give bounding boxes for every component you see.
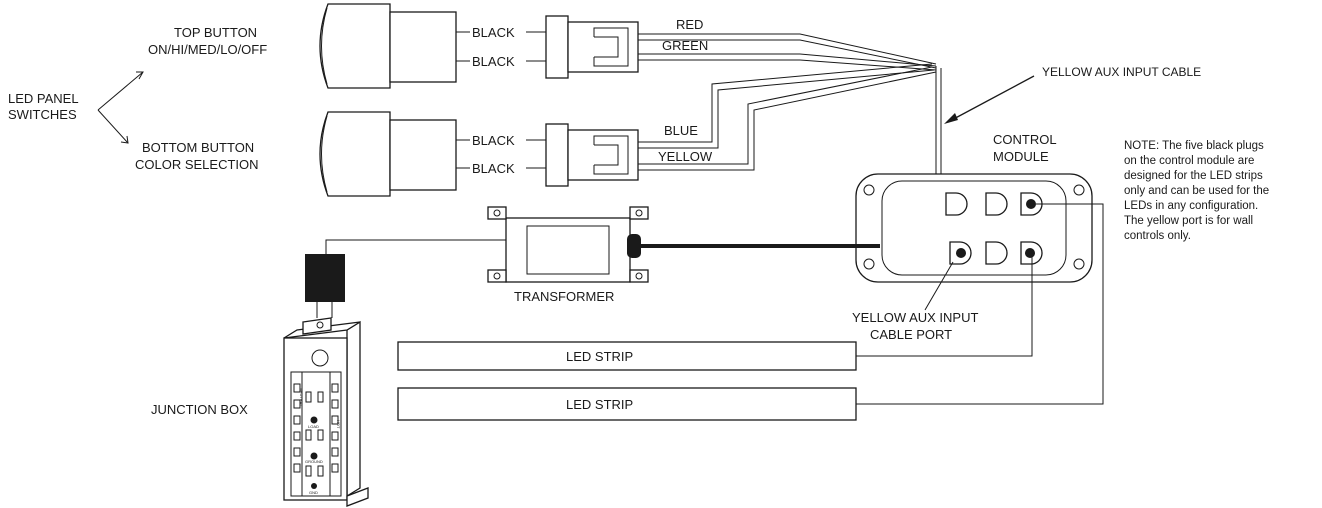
junction-box <box>283 254 369 507</box>
yellow-aux-port-label-1: YELLOW AUX INPUT <box>852 310 978 325</box>
led-strip-1-label: LED STRIP <box>566 349 633 364</box>
transformer <box>487 206 649 283</box>
control-module-label-2: MODULE <box>993 149 1049 164</box>
signal-wires <box>638 33 949 262</box>
led-panel-switches-label-2: SWITCHES <box>8 107 77 122</box>
note-line-4: only and can be used for the <box>1124 185 1269 197</box>
note-line-5: LEDs in any configuration. <box>1124 200 1258 212</box>
top-black-wire-2-label: BLACK <box>472 54 515 69</box>
top-button-label-2: ON/HI/MED/LO/OFF <box>148 42 267 57</box>
top-button-label-1: TOP BUTTON <box>174 25 257 40</box>
wire-red-label: RED <box>676 17 703 32</box>
note-line-2: on the control module are <box>1124 155 1254 167</box>
wire-blue-label: BLUE <box>664 123 698 138</box>
bottom-black-wire-1-label: BLACK <box>472 133 515 148</box>
led-strip-2-wire <box>856 203 1104 405</box>
bottom-button-switch <box>319 111 470 197</box>
led-strip-port <box>1020 192 1043 216</box>
jb-gnd-label: GND <box>309 490 318 495</box>
yellow-aux-port-label-2: CABLE PORT <box>870 327 952 342</box>
control-module-label-1: CONTROL <box>993 132 1057 147</box>
note-line-3: designed for the LED strips <box>1124 170 1263 182</box>
led-strip-1: LED STRIP <box>397 341 857 371</box>
led-strip-port <box>945 192 968 216</box>
bottom-button-label-2: COLOR SELECTION <box>135 157 259 172</box>
bottom-button-label-1: BOTTOM BUTTON <box>142 140 254 155</box>
bottom-black-wire-2-label: BLACK <box>472 161 515 176</box>
note-line-1: NOTE: The five black plugs <box>1124 140 1264 152</box>
bottom-connector <box>545 123 639 187</box>
jb-hot-label: HOT <box>336 420 341 429</box>
led-strip-port <box>1020 241 1043 265</box>
junction-box-label: JUNCTION BOX <box>151 402 248 417</box>
wire-green-label: GREEN <box>662 38 708 53</box>
note-line-6: The yellow port is for wall <box>1124 215 1253 227</box>
control-module <box>855 173 1093 283</box>
top-black-wire-1-label: BLACK <box>472 25 515 40</box>
led-strip-1-wire <box>856 255 1033 357</box>
switch-pointer-arrows <box>97 71 144 144</box>
top-button-switch <box>319 3 470 89</box>
yellow-aux-cable-label: YELLOW AUX INPUT CABLE <box>1042 65 1201 79</box>
led-strip-port <box>985 241 1008 265</box>
wire-yellow-label: YELLOW <box>658 149 713 164</box>
led-strip-2-label: LED STRIP <box>566 397 633 412</box>
jb-ground-label: GROUND <box>305 459 323 464</box>
note-line-7: controls only. <box>1124 230 1191 242</box>
note-text: NOTE: The five black plugs on the contro… <box>1124 140 1269 242</box>
led-strip-2: LED STRIP <box>397 387 857 421</box>
led-panel-switches-label-1: LED PANEL <box>8 91 79 106</box>
top-connector <box>545 15 639 79</box>
transformer-input-cable <box>325 239 506 256</box>
yellow-aux-port <box>949 241 972 265</box>
jb-neutral-label: NEUTRAL <box>299 388 304 407</box>
led-strip-port <box>985 192 1008 216</box>
jb-load-label: LOAD <box>308 424 319 429</box>
transformer-label: TRANSFORMER <box>514 289 614 304</box>
yellow-aux-cable-arrow <box>944 75 1035 124</box>
